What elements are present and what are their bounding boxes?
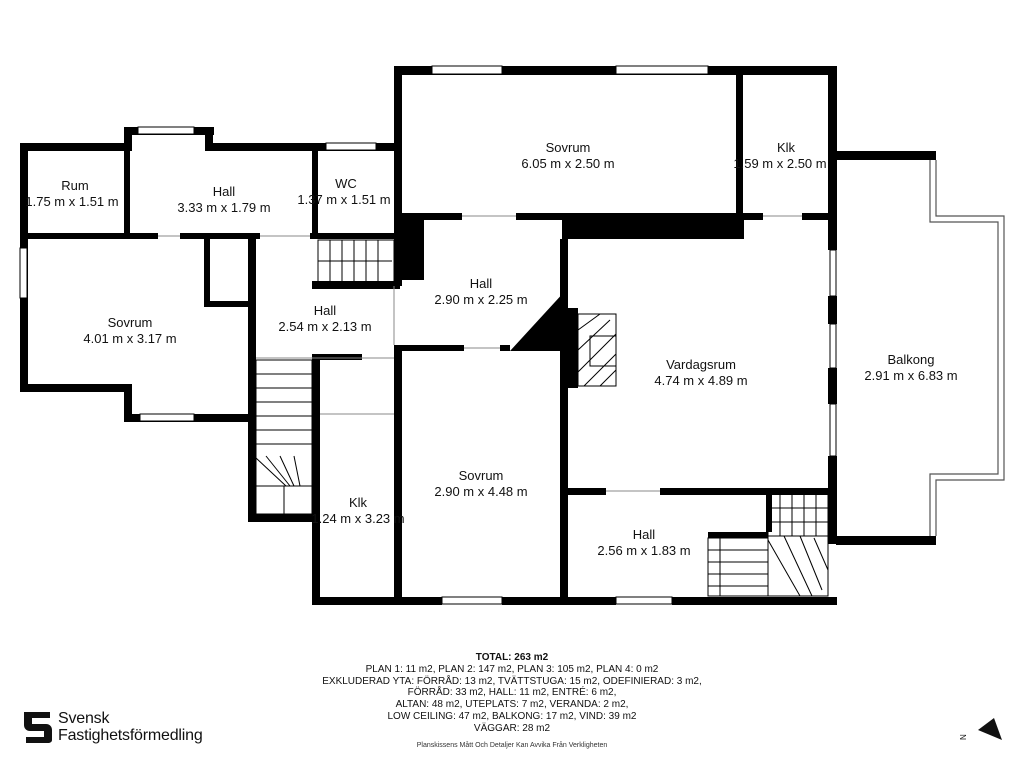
room-dims-sovrum-west: 4.01 m x 3.17 m (83, 331, 176, 346)
disclaimer: Planskissens Mått Och Detaljer Kan Avvik… (416, 742, 608, 749)
total-area: TOTAL: 263 m2 (475, 652, 549, 663)
room-name-klk-top: Klk (777, 140, 796, 155)
summary-line: ALTAN: 48 m2, UTEPLATS: 7 m2, VERANDA: 2… (395, 699, 629, 711)
room-name-sovrum-top: Sovrum (546, 140, 591, 155)
fireplace (577, 313, 617, 387)
room-dims-hall-south: 2.56 m x 1.83 m (597, 543, 690, 558)
summary-line: EXKLUDERAD YTA: FÖRRÅD: 13 m2, TVÄTTSTUG… (322, 675, 702, 687)
room-name-sovrum-south: Sovrum (459, 468, 504, 483)
room-name-hall-center: Hall (470, 276, 493, 291)
room-name-hall-nw: Hall (213, 184, 236, 199)
logo-line-1: Svensk (58, 710, 110, 727)
room-name-balkong: Balkong (888, 352, 935, 367)
room-name-hall-south: Hall (633, 527, 656, 542)
room-dims-sovrum-south: 2.90 m x 4.48 m (434, 484, 527, 499)
door-openings (158, 215, 802, 492)
room-dims-sovrum-top: 6.05 m x 2.50 m (521, 156, 614, 171)
room-dims-vardagsrum: 4.74 m x 4.89 m (654, 373, 747, 388)
company-logo: Svensk Fastighetsförmedling (22, 710, 242, 746)
logo-line-2: Fastighetsförmedling (58, 727, 203, 744)
summary-line: FÖRRÅD: 33 m2, HALL: 11 m2, ENTRÉ: 6 m2, (407, 687, 617, 699)
compass-label: N (959, 734, 968, 740)
room-dims-wc: 1.37 m x 1.51 m (297, 192, 390, 207)
room-dims-rum: 1.75 m x 1.51 m (25, 194, 118, 209)
logo-mark-icon (24, 712, 52, 743)
summary-line: VÄGGAR: 28 m2 (473, 722, 551, 734)
north-arrow-icon: N (959, 718, 1002, 740)
room-dims-klk-top: 1.59 m x 2.50 m (733, 156, 826, 171)
room-name-vardagsrum: Vardagsrum (666, 357, 736, 372)
floor-plan: Rum 1.75 m x 1.51 m Hall 3.33 m x 1.79 m… (19, 65, 1005, 605)
summary-line: LOW CEILING: 47 m2, BALKONG: 17 m2, VIND… (387, 710, 637, 722)
room-name-rum: Rum (61, 178, 88, 193)
stairs (255, 239, 829, 597)
room-dims-hall-center: 2.90 m x 2.25 m (434, 292, 527, 307)
room-name-klk-south: Klk (349, 495, 368, 510)
logo-text: Svensk Fastighetsförmedling (58, 710, 203, 744)
walls (20, 66, 936, 605)
room-name-sovrum-west: Sovrum (108, 315, 153, 330)
room-name-hall-west: Hall (314, 303, 337, 318)
room-dims-klk-south: 1.24 m x 3.23 m (311, 511, 404, 526)
windows (19, 65, 837, 605)
room-labels: Rum 1.75 m x 1.51 m Hall 3.33 m x 1.79 m… (25, 140, 957, 558)
room-dims-hall-nw: 3.33 m x 1.79 m (177, 200, 270, 215)
room-name-wc: WC (335, 176, 357, 191)
area-summary: TOTAL: 263 m2 PLAN 1: 11 m2, PLAN 2: 147… (250, 652, 774, 735)
room-dims-hall-west: 2.54 m x 2.13 m (278, 319, 371, 334)
balcony-railing (929, 160, 1005, 536)
room-dims-balkong: 2.91 m x 6.83 m (864, 368, 957, 383)
summary-line: PLAN 1: 11 m2, PLAN 2: 147 m2, PLAN 3: 1… (365, 663, 659, 675)
